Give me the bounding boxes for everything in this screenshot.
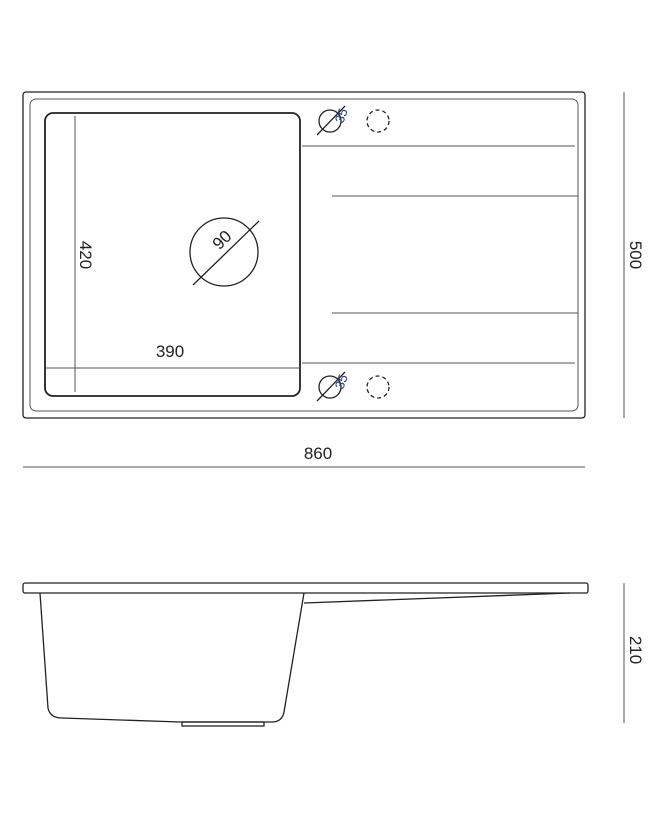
tap-hole-top-label: 35 <box>332 106 351 125</box>
tap-hole-bottom-icon: 35 <box>316 371 390 402</box>
side-view: 210 <box>22 582 645 727</box>
bowl-height-label: 420 <box>76 241 95 269</box>
drain-icon: 90 <box>189 217 260 287</box>
overall-depth-label: 500 <box>626 241 645 269</box>
drain-outlet <box>181 721 265 727</box>
drainboard-grooves <box>302 145 578 364</box>
bowl-width-label: 390 <box>156 342 184 361</box>
optional-tap-hole-icon <box>366 375 390 399</box>
overall-width-label: 860 <box>304 444 332 463</box>
tap-hole-bottom-label: 35 <box>332 372 351 391</box>
optional-tap-hole-icon <box>366 109 390 133</box>
sink-outer-outline <box>22 91 586 419</box>
sink-inner-rim <box>29 98 579 412</box>
bowl-side-profile <box>39 592 305 723</box>
top-view: 420 390 90 35 35 500 860 <box>22 91 645 468</box>
overall-height-label: 210 <box>626 636 645 664</box>
drainboard-slope <box>303 592 571 604</box>
bowl-outline <box>44 112 301 397</box>
tap-hole-top-icon: 35 <box>316 105 390 136</box>
drain-diameter-label: 90 <box>209 227 236 254</box>
sink-top-plate <box>22 582 589 594</box>
